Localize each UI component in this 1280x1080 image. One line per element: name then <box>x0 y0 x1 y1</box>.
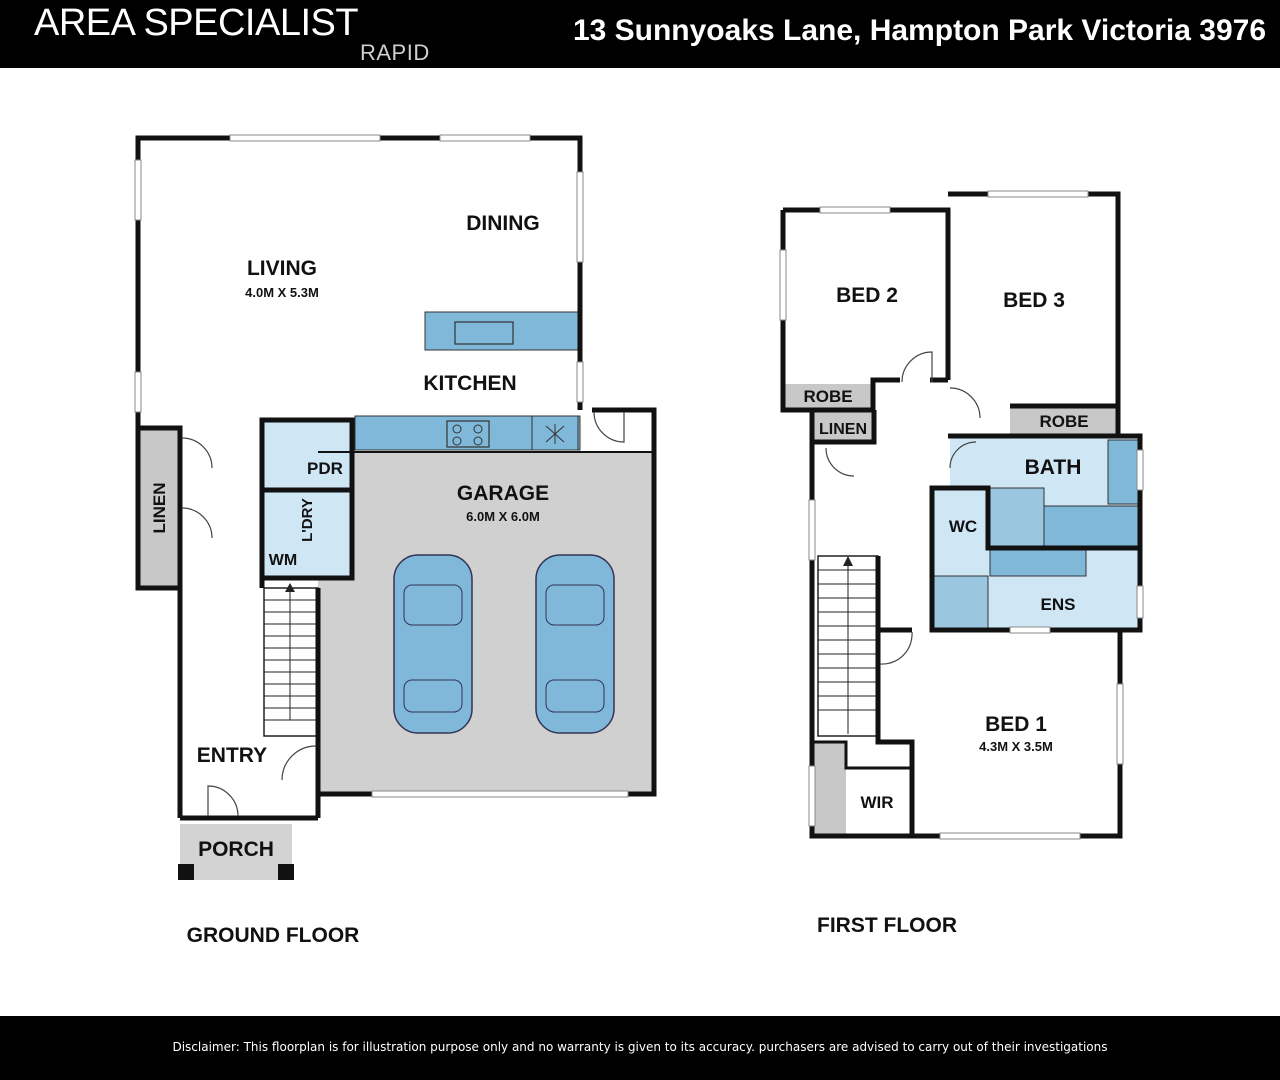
first-floor-plan <box>779 190 1144 840</box>
garage-car-left <box>393 554 473 734</box>
company-logo: AREA SPECIALIST <box>34 2 359 44</box>
gf-windows <box>134 134 629 798</box>
label-ff-linen: LINEN <box>819 421 867 438</box>
label-wm: WM <box>269 552 297 569</box>
label-wc: WC <box>949 517 977 536</box>
label-bed1-dimensions: 4.3M X 3.5M <box>979 739 1053 754</box>
label-bed1: BED 1 <box>985 713 1047 736</box>
bathtub <box>1043 505 1141 547</box>
property-address: 13 Sunnyoaks Lane, Hampton Park Victoria… <box>572 14 1266 47</box>
wir-area <box>812 742 846 836</box>
bed3-robe <box>1010 406 1118 434</box>
cooktop <box>446 420 490 448</box>
company-logo-sub: RAPID <box>360 40 430 65</box>
label-bed3: BED 3 <box>1003 289 1065 312</box>
label-garage-dimensions: 6.0M X 6.0M <box>466 509 540 524</box>
ens-vanity <box>989 549 1087 577</box>
ens-shower <box>933 575 989 629</box>
porch-area <box>180 824 292 880</box>
gf-walls <box>135 135 657 821</box>
gf-staircase <box>263 583 319 737</box>
ff-linen-cupboard <box>812 412 874 442</box>
label-laundry: L'DRY <box>299 498 316 542</box>
label-bed3-robe: ROBE <box>1039 412 1088 431</box>
bath-shower <box>989 487 1045 547</box>
ground-floor-plan <box>134 134 657 880</box>
label-wir: WIR <box>860 793 893 812</box>
label-bed2-robe: ROBE <box>803 387 852 406</box>
ff-windows <box>779 190 1144 840</box>
ground-floor-title: GROUND FLOOR <box>187 924 360 947</box>
label-living-dimensions: 4.0M X 5.3M <box>245 285 319 300</box>
disclaimer-text: Disclaimer: This floorplan is for illust… <box>172 1040 1108 1054</box>
bath-vanity <box>1107 439 1139 505</box>
kitchen-sink <box>454 321 514 345</box>
header-bar: AREA SPECIALIST RAPID 13 Sunnyoaks Lane,… <box>0 0 1280 68</box>
bed2-robe <box>783 384 873 410</box>
label-dining: DINING <box>466 212 540 235</box>
room-labels: DINING LIVING 4.0M X 5.3M KITCHEN GARAGE… <box>150 212 1089 947</box>
label-bath: BATH <box>1025 456 1082 479</box>
label-gf-linen: LINEN <box>150 483 169 534</box>
wc-area <box>932 488 988 548</box>
ff-doors <box>825 351 981 665</box>
label-pdr: PDR <box>307 459 343 478</box>
gf-linen-cupboard <box>138 428 178 588</box>
label-porch: PORCH <box>198 838 274 861</box>
label-garage: GARAGE <box>457 482 549 505</box>
label-ens: ENS <box>1041 595 1076 614</box>
label-bed2: BED 2 <box>836 284 898 307</box>
footer-bar: Disclaimer: This floorplan is for illust… <box>0 1016 1280 1080</box>
gf-doors <box>181 411 625 817</box>
label-living: LIVING <box>247 257 317 280</box>
pdr-laundry-area <box>262 422 352 578</box>
garage-car-right <box>535 554 615 734</box>
ff-staircase <box>817 555 879 737</box>
first-floor-title: FIRST FLOOR <box>817 914 957 937</box>
label-kitchen: KITCHEN <box>423 372 516 395</box>
label-entry: ENTRY <box>197 744 267 767</box>
